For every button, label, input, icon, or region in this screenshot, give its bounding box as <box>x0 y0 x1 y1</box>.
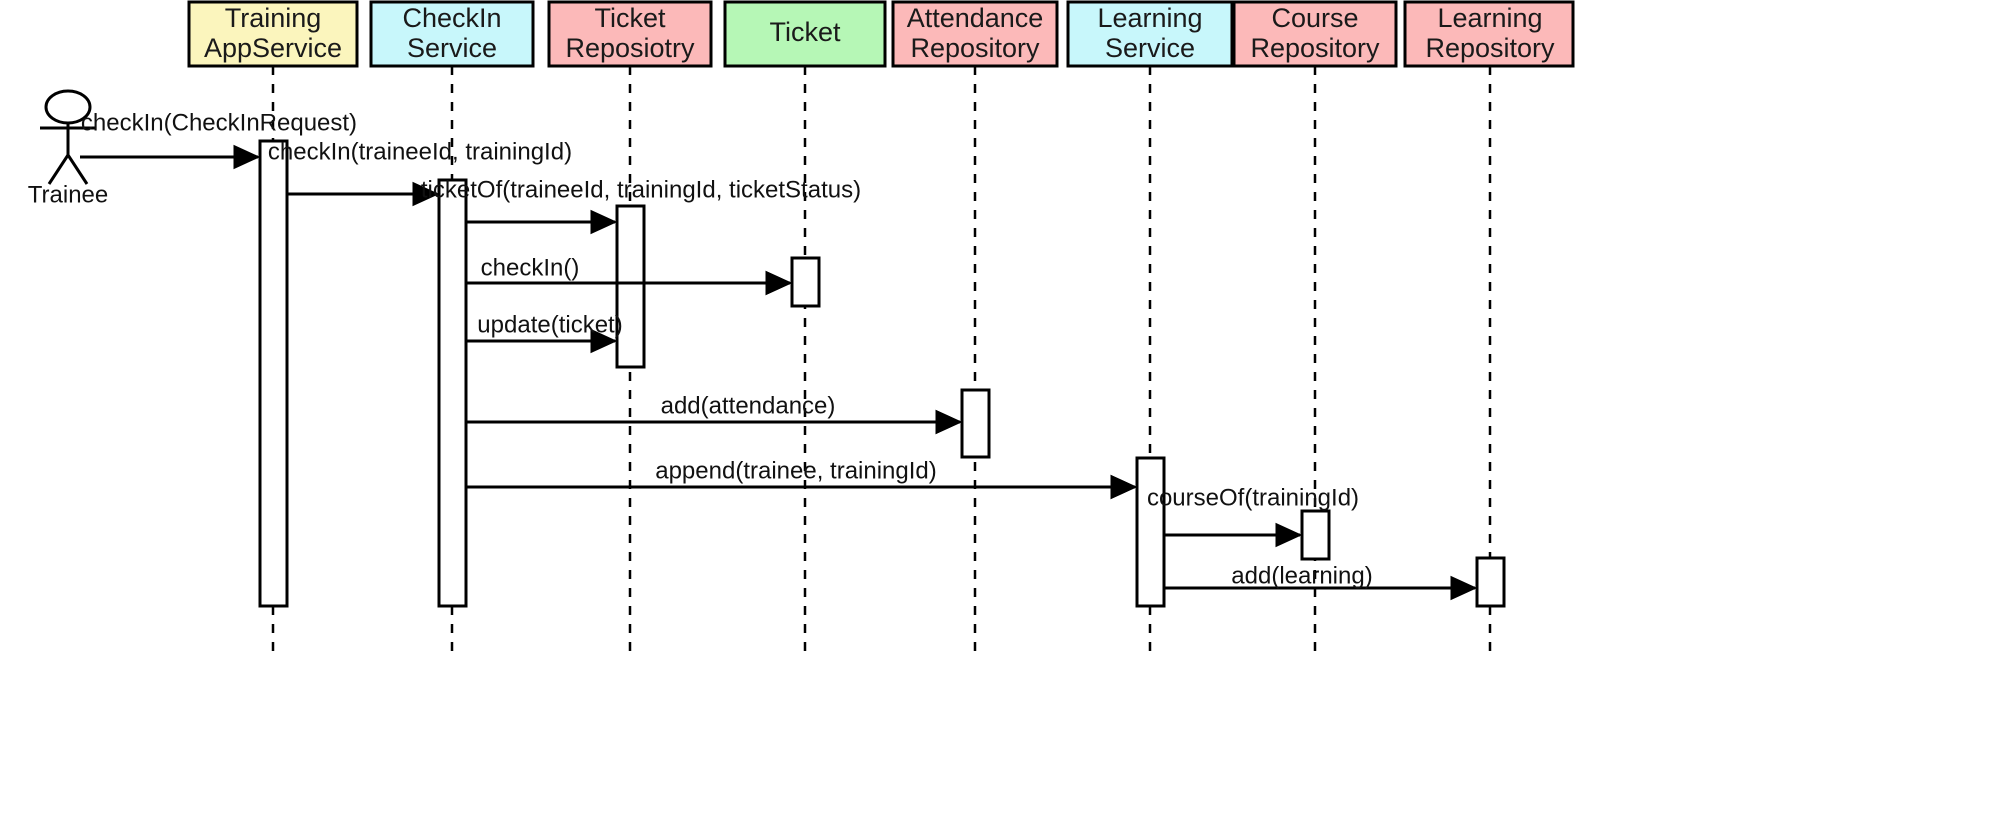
activation-attendance-repository[interactable] <box>960 388 991 459</box>
lifeline-title-attendance-repository-line2: Repository <box>910 33 1040 63</box>
lifeline-title-training-appservice-line1: Training <box>225 3 322 33</box>
lifeline-box-training-appservice[interactable] <box>187 0 359 68</box>
lifeline-box-course-repository[interactable] <box>1232 0 1398 68</box>
lifeline-training-appservice[interactable]: Training AppService <box>187 0 359 660</box>
lifeline-learning-repository[interactable]: Learning Repository <box>1403 0 1575 660</box>
messages-group <box>80 144 1478 601</box>
message-label-append-trainee: append(trainee, trainingId) <box>655 457 937 484</box>
message-label-add-learning: add(learning) <box>1231 562 1372 589</box>
activation-learning-service[interactable] <box>1135 456 1166 608</box>
message-label-checkin-request: checkIn(CheckInRequest) <box>81 109 357 136</box>
lifelines-group: Training AppService CheckIn Service Tick… <box>187 0 1575 660</box>
activation-learning-repository[interactable] <box>1475 556 1506 608</box>
message-label-courseof: courseOf(trainingId) <box>1147 484 1359 511</box>
lifeline-title-ticket-reposiotry-line1: Ticket <box>594 3 666 33</box>
lifeline-title-checkin-service-line2: Service <box>407 33 497 63</box>
message-label-checkin-noargs: checkIn() <box>481 254 580 281</box>
lifeline-box-learning-service[interactable] <box>1066 0 1234 68</box>
lifeline-title-training-appservice-line2: AppService <box>204 33 342 63</box>
lifeline-box-ticket[interactable] <box>723 0 887 68</box>
message-label-update-ticket: update(ticket) <box>477 311 622 338</box>
actor-label: Trainee <box>28 181 108 208</box>
activation-checkin-service[interactable] <box>437 178 468 608</box>
lifeline-course-repository[interactable]: Course Repository <box>1232 0 1398 660</box>
message-label-ticketof: ticketOf(traineeId, trainingId, ticketSt… <box>421 176 861 203</box>
lifeline-ticket-reposiotry[interactable]: Ticket Reposiotry <box>547 0 713 660</box>
activation-course-repository[interactable] <box>1300 509 1331 561</box>
lifeline-box-checkin-service[interactable] <box>369 0 535 68</box>
lifeline-title-learning-service-line1: Learning <box>1097 3 1202 33</box>
lifeline-learning-service[interactable]: Learning Service <box>1066 0 1234 660</box>
lifeline-box-attendance-repository[interactable] <box>891 0 1059 68</box>
lifeline-title-course-repository-line1: Course <box>1271 3 1358 33</box>
messages-overlay-group <box>610 270 1138 500</box>
actor-leg-left-icon <box>47 154 70 185</box>
lifeline-title-attendance-repository-line1: Attendance <box>907 3 1044 33</box>
lifeline-box-learning-repository[interactable] <box>1403 0 1575 68</box>
actor-leg-right-icon <box>66 154 89 185</box>
lifeline-checkin-service[interactable]: CheckIn Service <box>369 0 535 660</box>
message-label-checkin-ids: checkIn(traineeId, trainingId) <box>268 138 572 165</box>
activation-ticket[interactable] <box>790 256 821 308</box>
lifeline-title-ticket-reposiotry-line2: Reposiotry <box>565 33 695 63</box>
lifeline-title-learning-repository-line2: Repository <box>1425 33 1555 63</box>
lifeline-title-checkin-service-line1: CheckIn <box>402 3 501 33</box>
activation-training-appservice[interactable] <box>258 139 289 608</box>
lifeline-title-learning-service-line2: Service <box>1105 33 1195 63</box>
lifeline-attendance-repository[interactable]: Attendance Repository <box>891 0 1059 660</box>
lifeline-title-course-repository-line2: Repository <box>1250 33 1380 63</box>
activations-group <box>258 139 1506 608</box>
activation-ticket-reposiotry[interactable] <box>615 204 646 369</box>
lifeline-ticket[interactable]: Ticket <box>723 0 887 660</box>
lifeline-title-learning-repository-line1: Learning <box>1437 3 1542 33</box>
actor-trainee[interactable]: Trainee <box>28 89 108 208</box>
lifeline-box-ticket-reposiotry[interactable] <box>547 0 713 68</box>
lifeline-title-ticket-line1: Ticket <box>769 17 841 47</box>
message-labels-group: checkIn(CheckInRequest) checkIn(traineeI… <box>81 109 1373 589</box>
message-label-add-attendance: add(attendance) <box>661 392 836 419</box>
